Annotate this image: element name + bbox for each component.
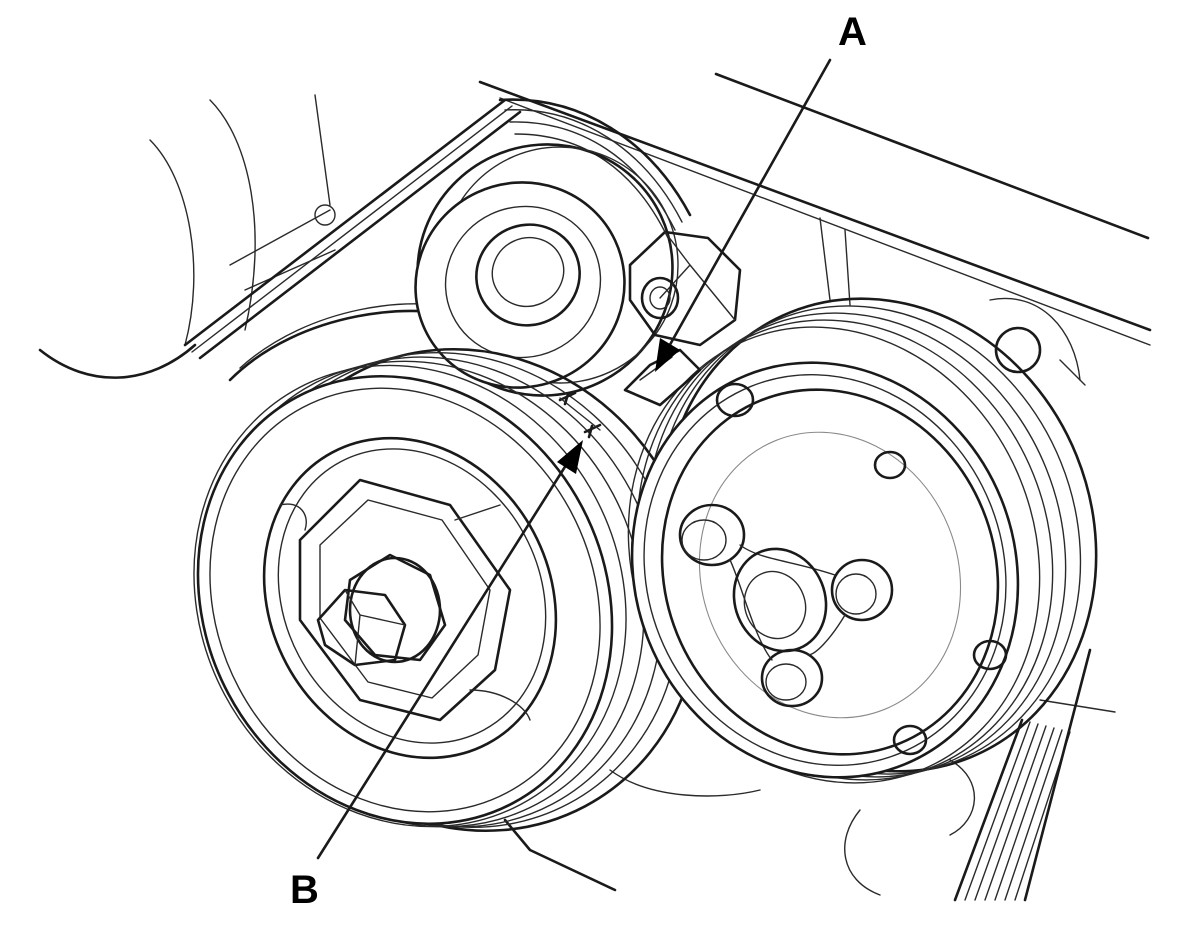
callout-a-arrowhead xyxy=(655,338,680,372)
drive-belt xyxy=(183,98,1092,902)
idler-pulley xyxy=(414,143,742,397)
callout-a: A xyxy=(655,10,867,372)
crankshaft-pulley xyxy=(193,347,701,833)
callout-label-a: A xyxy=(838,10,867,54)
callout-label-b: B xyxy=(290,868,319,912)
callout-b-arrowhead xyxy=(557,440,583,474)
callout-b: B xyxy=(290,440,583,912)
compressor-pulley xyxy=(627,297,1098,784)
